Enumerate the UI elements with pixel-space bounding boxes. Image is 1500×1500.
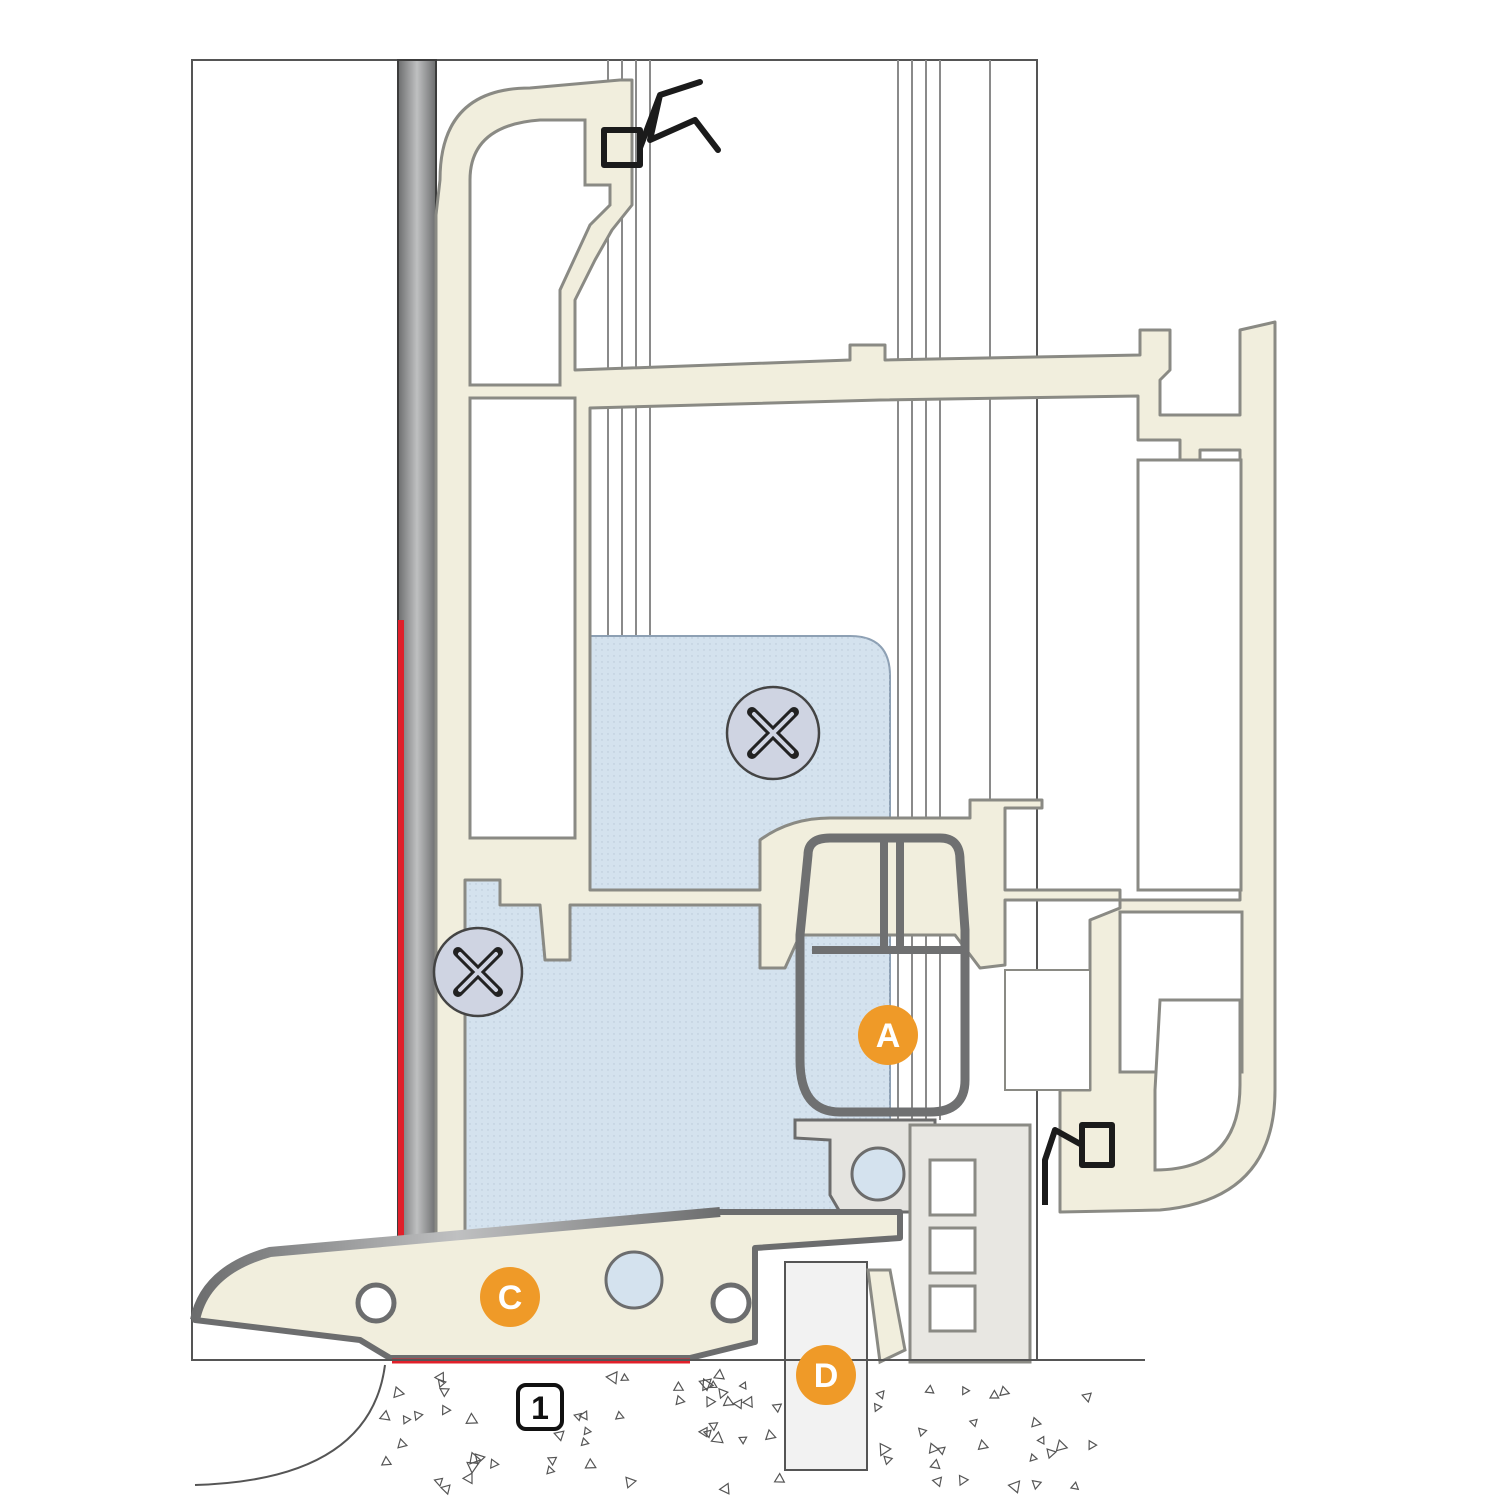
top-weather-seal	[601, 79, 721, 168]
aggregate-mark	[722, 1395, 735, 1407]
right-weather-seal	[1042, 1122, 1115, 1205]
aggregate-mark	[393, 1385, 406, 1399]
svg-text:C: C	[498, 1279, 523, 1317]
aggregate-mark	[999, 1385, 1011, 1397]
gasket-A	[795, 833, 970, 1117]
aluminium-post	[397, 59, 437, 1241]
aggregate-mark	[931, 1476, 943, 1488]
aggregate-mark	[546, 1465, 556, 1475]
aggregate-mark	[1029, 1452, 1039, 1462]
screw-head-icon-lower	[432, 926, 524, 1018]
marker-1: 1	[516, 1383, 564, 1431]
aggregate-mark	[465, 1412, 479, 1425]
aggregate-mark	[936, 1446, 946, 1456]
aggregate-mark	[924, 1384, 935, 1394]
marker-D: D	[796, 1345, 856, 1405]
aggregate-mark	[1069, 1481, 1080, 1491]
aggregate-mark	[873, 1402, 883, 1413]
aggregate-mark	[773, 1472, 786, 1483]
aggregate-mark	[879, 1442, 892, 1457]
aggregate-mark	[718, 1482, 730, 1495]
aggregate-mark	[437, 1378, 447, 1389]
aggregate-mark	[718, 1387, 729, 1400]
aggregate-mark	[402, 1414, 412, 1425]
aggregate-mark	[413, 1410, 424, 1422]
aggregate-mark	[1031, 1416, 1043, 1428]
marker-C: C	[480, 1267, 540, 1327]
aggregate-mark	[461, 1472, 473, 1485]
aggregate-mark	[738, 1436, 748, 1445]
aggregate-mark	[917, 1427, 928, 1438]
aggregate-mark	[1031, 1479, 1043, 1491]
aggregate-mark	[1081, 1392, 1092, 1404]
aggregate-mark	[672, 1380, 685, 1391]
aggregate-mark	[584, 1457, 597, 1469]
aggregate-mark	[578, 1410, 588, 1421]
aggregate-mark	[625, 1476, 638, 1489]
aggregate-mark	[583, 1426, 593, 1436]
aggregate-mark	[697, 1426, 708, 1438]
aggregate-mark	[441, 1404, 452, 1416]
aggregate-mark	[466, 1461, 480, 1475]
aggregate-mark	[553, 1430, 565, 1442]
svg-text:A: A	[876, 1017, 901, 1055]
aggregate-mark	[474, 1453, 486, 1465]
aluminium-post-red-edge	[398, 620, 404, 1240]
aggregate-mark	[968, 1418, 978, 1428]
aggregate-mark	[883, 1455, 894, 1466]
aggregate-mark	[605, 1370, 618, 1385]
aggregate-mark	[706, 1395, 717, 1408]
aggregate-mark	[771, 1403, 783, 1414]
aggregate-mark	[614, 1410, 625, 1420]
aggregate-mark	[741, 1395, 753, 1409]
aggregate-mark	[580, 1436, 590, 1447]
aggregate-mark	[764, 1428, 777, 1441]
aggregate-mark	[977, 1438, 990, 1451]
aggregate-mark	[875, 1389, 885, 1400]
aggregate-mark	[378, 1409, 391, 1421]
aggregate-mark	[958, 1474, 970, 1487]
aggregate-mark	[620, 1372, 630, 1382]
aggregate-mark	[1036, 1435, 1045, 1446]
aggregate-mark	[928, 1442, 940, 1455]
aggregate-mark	[439, 1484, 451, 1496]
marker-A: A	[858, 1005, 918, 1065]
svg-text:D: D	[814, 1357, 839, 1395]
aggregate-mark	[439, 1387, 451, 1398]
aggregate-mark	[712, 1368, 726, 1380]
aggregate-mark	[433, 1477, 444, 1488]
concrete-aggregate	[378, 1368, 1098, 1496]
aggregate-mark	[929, 1458, 941, 1470]
aggregate-mark	[573, 1412, 583, 1422]
aggregate-mark	[738, 1381, 747, 1390]
svg-text:1: 1	[531, 1390, 549, 1426]
aggregate-mark	[710, 1430, 724, 1444]
aggregate-mark	[1055, 1438, 1069, 1452]
aggregate-mark	[732, 1398, 743, 1410]
aggregate-mark	[546, 1456, 558, 1467]
floor-curve	[194, 1364, 386, 1486]
aggregate-mark	[1088, 1439, 1098, 1451]
screw-head-icon	[725, 685, 821, 781]
aggregate-mark	[380, 1455, 393, 1466]
aggregate-mark	[962, 1385, 971, 1396]
aggregate-mark	[489, 1458, 500, 1469]
aggregate-mark	[675, 1394, 686, 1406]
aggregate-mark	[1007, 1480, 1021, 1494]
aggregate-mark	[702, 1377, 715, 1392]
aggregate-mark	[708, 1422, 719, 1432]
aggregate-mark	[1046, 1448, 1058, 1460]
aggregate-mark	[397, 1437, 409, 1449]
aggregate-mark	[988, 1389, 1000, 1399]
